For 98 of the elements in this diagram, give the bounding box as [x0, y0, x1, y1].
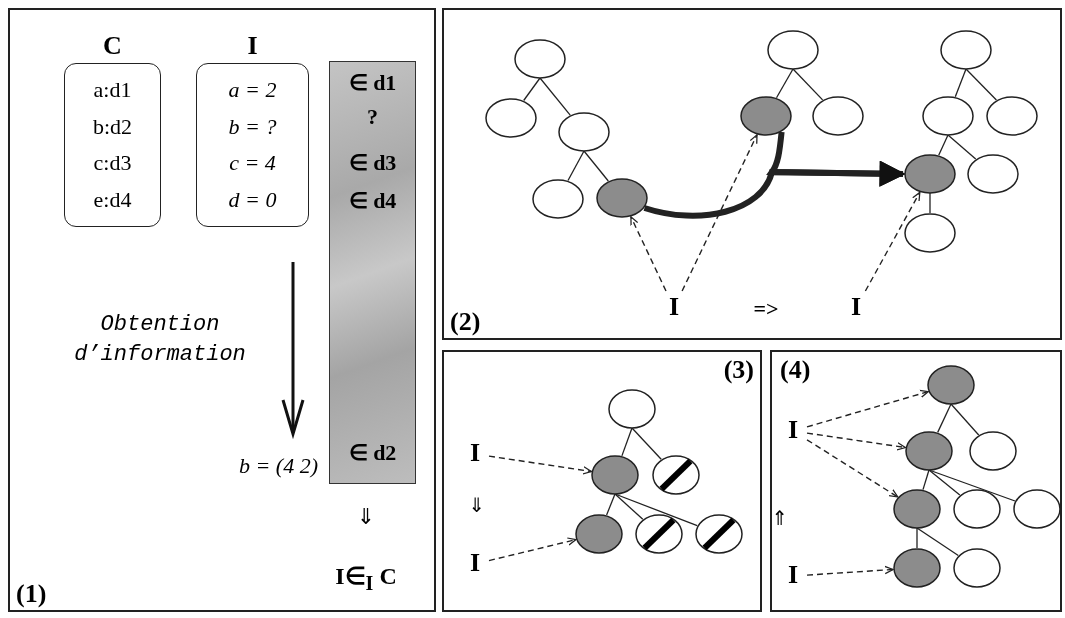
box-entry: c = 4 — [229, 151, 276, 176]
tree-branch-line — [916, 527, 959, 557]
implication-symbol: => — [752, 295, 780, 323]
tree-node-circle — [904, 213, 956, 253]
implication-symbol: ⇑ — [771, 505, 789, 532]
shaded-circle — [596, 178, 648, 218]
tree-node-circle — [558, 112, 610, 152]
shaded-circle — [905, 431, 953, 471]
column-entry: ∈ d2 — [347, 441, 398, 465]
implication-symbol: ⇓ — [355, 503, 377, 531]
shaded-circle — [591, 455, 639, 495]
crossed-out-circle — [695, 514, 743, 554]
column-entry: ∈ d3 — [347, 151, 398, 175]
shaded-circle — [893, 489, 941, 529]
dashed-arrow — [488, 455, 593, 475]
tree-branch-line — [922, 469, 930, 491]
thick-arrow — [769, 131, 906, 187]
equation-text: b = (4 2) — [238, 452, 318, 480]
tree-node-circle — [940, 30, 992, 70]
panel-number: (1) — [16, 580, 47, 608]
tree-branch-line — [916, 527, 918, 549]
box-entry: a = 2 — [228, 78, 277, 103]
dashed-arrow — [806, 439, 899, 498]
shaded-circle — [927, 365, 975, 405]
dashed-arrow — [488, 537, 577, 562]
column-entry: ∈ d4 — [347, 189, 398, 213]
tree-node-circle — [532, 179, 584, 219]
box-entry: a:d1 — [93, 78, 132, 103]
tree-branch-line — [954, 68, 967, 98]
tree-node-circle — [922, 96, 974, 136]
shaded-circle — [740, 96, 792, 136]
panel-frame — [442, 350, 762, 612]
tree-node-circle — [1013, 489, 1061, 529]
heading-letter: I — [246, 32, 259, 60]
tree-branch-line — [605, 493, 616, 516]
box-entry: e:d4 — [93, 187, 132, 212]
tree-branch-line — [947, 134, 977, 160]
tree-branch-line — [539, 77, 571, 116]
shaded-circle — [575, 514, 623, 554]
tree-branch-line — [523, 77, 541, 102]
tree-branch-line — [631, 427, 662, 460]
tree-branch-line — [614, 493, 644, 520]
tree-node-circle — [969, 431, 1017, 471]
panel-frame — [8, 8, 436, 612]
column-entry: ? — [366, 105, 379, 129]
box-entry: b = ? — [228, 114, 277, 139]
variable-letter: I — [844, 293, 868, 323]
tree-node-circle — [986, 96, 1038, 136]
tree-branch-line — [583, 150, 609, 182]
tree-node-circle — [485, 98, 537, 138]
tree-node-circle — [514, 39, 566, 79]
tree-node-circle — [953, 489, 1001, 529]
dashed-arrow — [864, 191, 921, 292]
panel-number: (4) — [780, 356, 811, 384]
tree-branch-line — [928, 469, 961, 496]
tree-branch-line — [928, 469, 1016, 502]
tree-node-circle — [767, 30, 819, 70]
tree-branch-line — [621, 427, 633, 457]
tree-branch-line — [938, 134, 949, 156]
tree-branch-line — [792, 68, 824, 101]
tree-branch-line — [965, 68, 998, 101]
tree-branch-line — [775, 68, 794, 99]
crossed-out-circle — [652, 455, 700, 495]
variable-letter: I — [781, 561, 805, 591]
tree-branch-line — [567, 150, 585, 182]
variable-letter: I — [781, 416, 805, 446]
variable-letter: I — [463, 549, 487, 579]
tree-branch-line — [950, 403, 980, 436]
variable-letter: I — [662, 293, 686, 323]
shaded-column — [329, 61, 416, 484]
annotation-text: Obtention d’information — [73, 311, 247, 369]
shaded-circle — [904, 154, 956, 194]
tree-node-circle — [812, 96, 864, 136]
box-entry: b:d2 — [92, 114, 133, 139]
variable-letter: I — [463, 439, 487, 469]
tree-branch-line — [614, 493, 698, 527]
implication-symbol: ⇓ — [467, 492, 487, 519]
crossed-out-circle — [635, 514, 683, 554]
dashed-arrow — [806, 432, 907, 451]
panel-frame — [770, 350, 1062, 612]
membership-formula: I∈$_{I}$ C — [334, 562, 398, 596]
box-entry: c:d3 — [93, 151, 132, 176]
dashed-arrow — [806, 389, 929, 428]
tree-node-circle — [967, 154, 1019, 194]
tree-node-circle — [953, 548, 1001, 588]
heading-letter: C — [102, 32, 123, 60]
panel-number: (2) — [450, 308, 481, 336]
tree-node-circle — [608, 389, 656, 429]
dashed-arrow — [806, 565, 894, 576]
box-entry: d = 0 — [228, 187, 277, 212]
panel-frame — [442, 8, 1062, 340]
panel-number: (3) — [723, 356, 754, 384]
tree-branch-line — [937, 403, 952, 434]
dashed-arrow — [681, 134, 758, 292]
column-entry: ∈ d1 — [347, 71, 398, 95]
shaded-circle — [893, 548, 941, 588]
dashed-arrow — [630, 216, 667, 292]
tree-branch-line — [929, 192, 931, 214]
